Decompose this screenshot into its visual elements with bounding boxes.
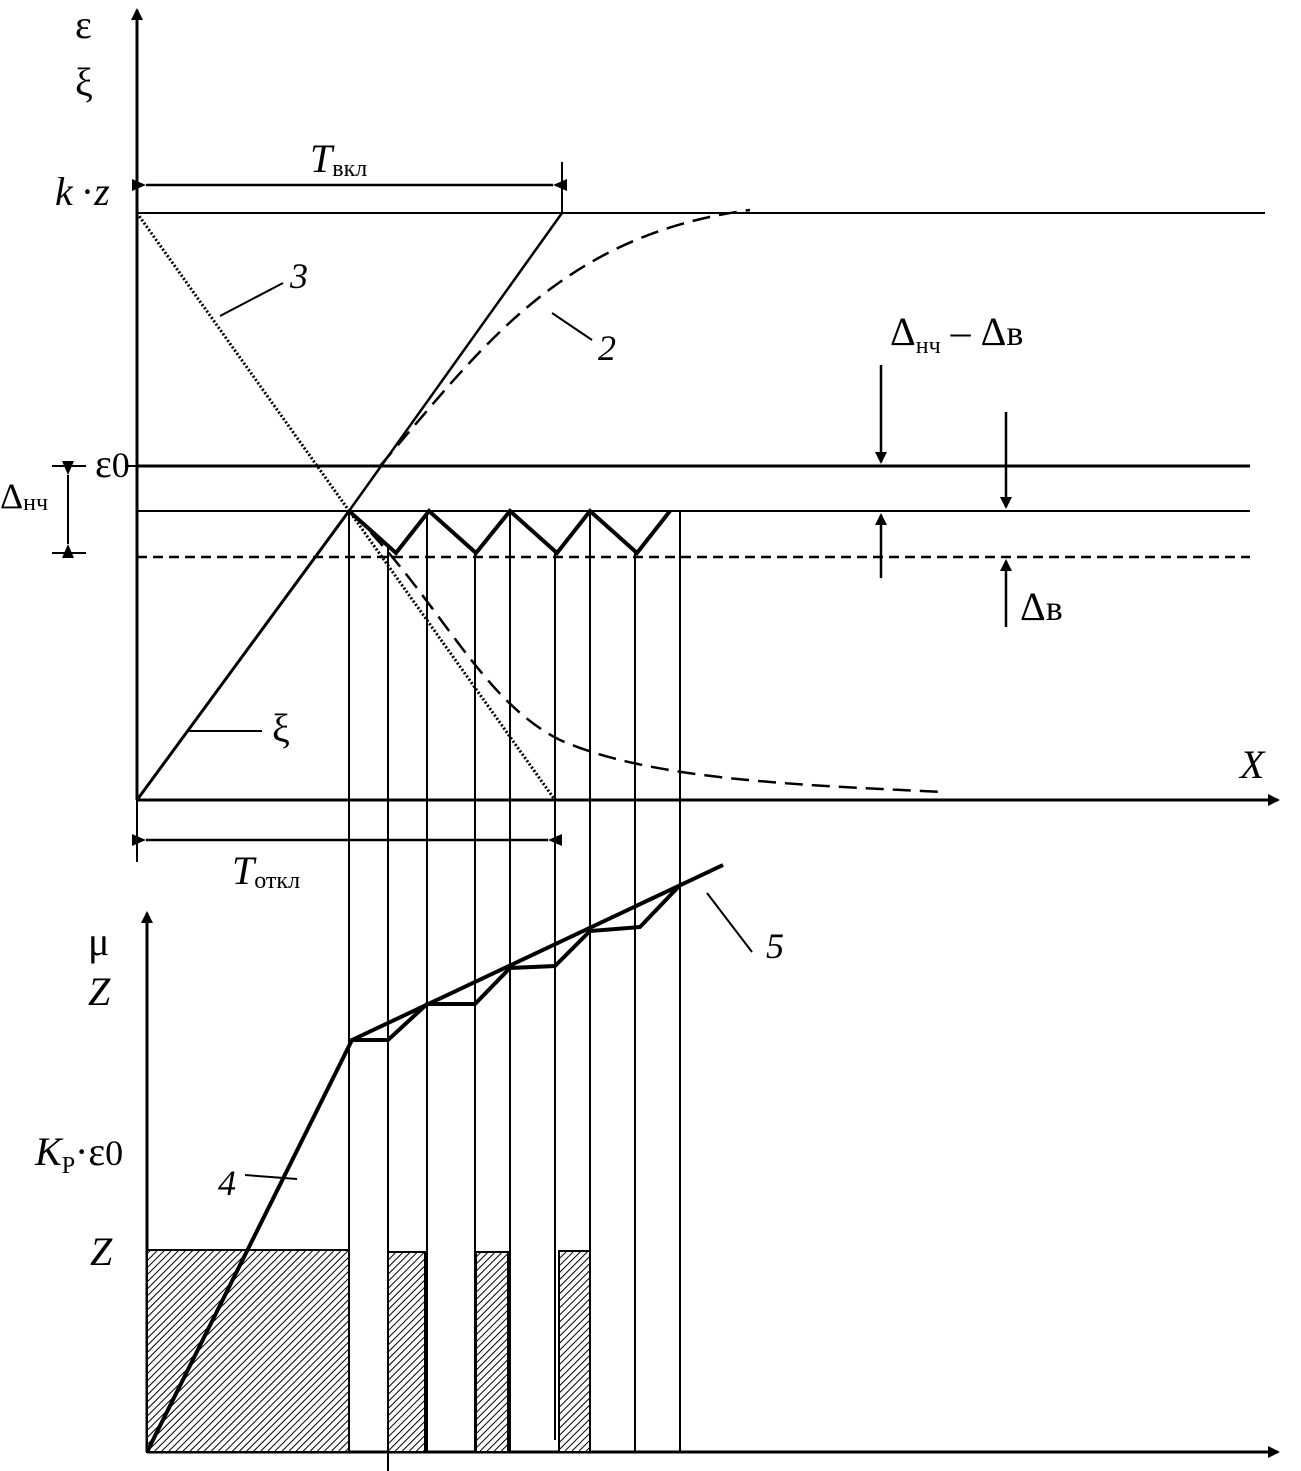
xi-ramp-lower [135,510,351,801]
switching-verticals [348,511,681,1471]
band-label: Δнч – Δв [890,309,1023,359]
curve-5 [351,863,724,1042]
curve-2-rising [379,208,751,467]
curve-4-leader [244,1174,298,1180]
t-on-label: Tвкл [310,136,367,182]
curve-3-leader [219,282,284,317]
y-label-epsilon: ε [75,2,92,47]
curve-5-label: 5 [766,926,784,966]
delta-v-label: Δв [1020,584,1063,629]
curve-2-decay [351,512,944,794]
z-level-label: Z [90,1229,113,1274]
x-axis-label: X [1238,742,1266,787]
curve-4-label: 4 [218,1163,236,1203]
curve-2-label: 2 [598,328,616,368]
curve-5-leader [706,892,753,953]
kp-eps0-label: KP·ε0 [34,1129,123,1179]
curve-2-leader [551,312,593,341]
curve-4 [145,881,684,1453]
z-pulses [146,1249,591,1453]
y-label-xi: ξ [75,60,93,105]
eps0-label: ε0 [95,441,130,486]
curve-3-label: 3 [289,256,308,296]
t-off-label: Tоткл [232,848,300,894]
delta-nch-label: Δнч [0,476,48,516]
curve-3-line [135,212,557,801]
kz-label: k·z [55,169,110,214]
y-label-mu: μ [88,919,109,964]
xi-curve-label: ξ [272,706,290,751]
y-label-z: Z [88,969,111,1014]
